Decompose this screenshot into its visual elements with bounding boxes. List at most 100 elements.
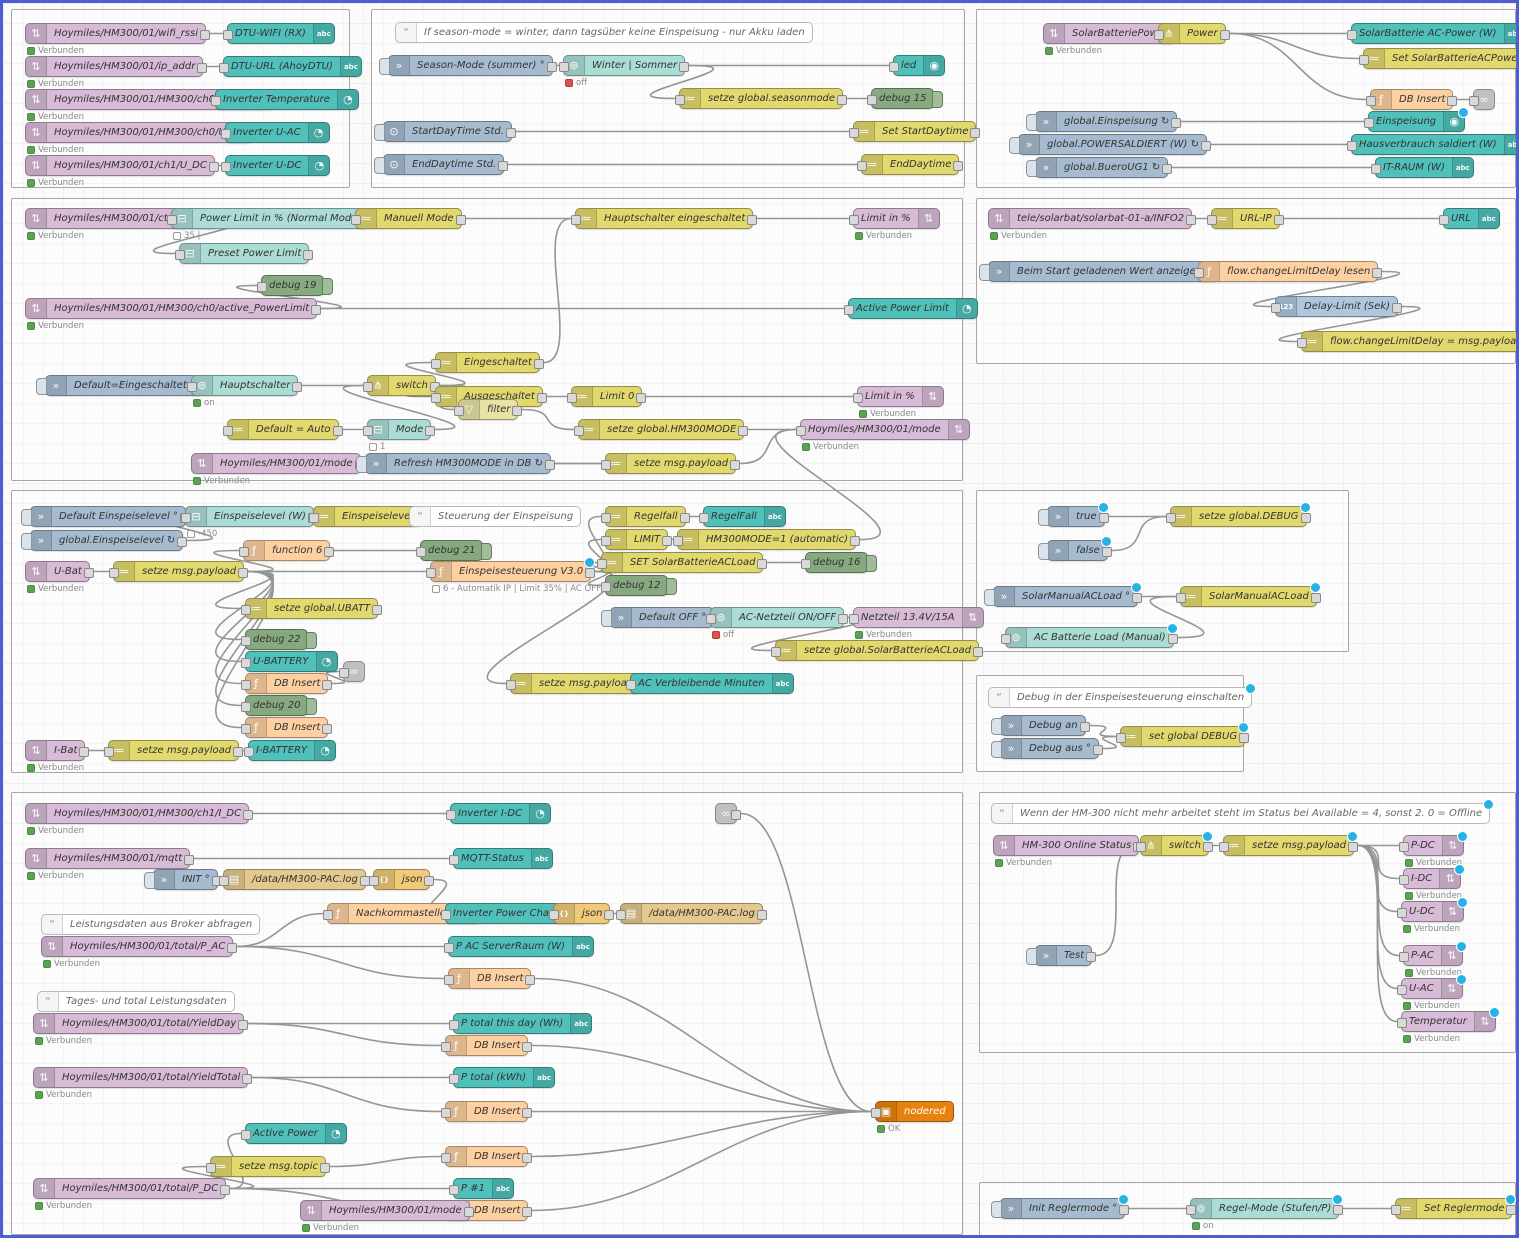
inject-button[interactable] (1026, 160, 1037, 177)
inject-button[interactable] (36, 378, 47, 395)
port-in[interactable] (1469, 96, 1479, 106)
inject-button[interactable] (991, 741, 1002, 758)
port-out[interactable] (525, 975, 536, 985)
node-set-startdaytime[interactable]: ≔Set StartDaytime (849, 121, 981, 142)
port-out[interactable] (1092, 745, 1103, 755)
wire[interactable] (342, 384, 456, 431)
node-u-battery[interactable]: ◔U-BATTERY (241, 651, 338, 672)
port-in[interactable] (1176, 593, 1186, 603)
inject-button[interactable] (21, 533, 32, 550)
wire[interactable] (1229, 32, 1367, 101)
node-limit-in[interactable]: ⇅Limit in %Verbunden (849, 208, 940, 241)
node-regelfall[interactable]: ≔Regelfall (601, 506, 690, 527)
wire[interactable] (251, 1076, 442, 1113)
port-in[interactable] (844, 305, 854, 315)
node-set-reglermode[interactable]: ≔Set Reglermode (1391, 1194, 1516, 1219)
port-in[interactable] (571, 215, 581, 225)
port-in[interactable] (1364, 118, 1374, 128)
inject-button[interactable] (1026, 114, 1037, 131)
wire[interactable] (531, 1044, 872, 1113)
port-out[interactable] (1273, 215, 1284, 225)
port-in[interactable] (1154, 30, 1164, 40)
node-ac-batterie-load-manual[interactable]: ⊚AC Batterie Load (Manual) (1001, 623, 1178, 648)
port-in[interactable] (223, 30, 233, 40)
node-global-bueroug1[interactable]: »global.BueroUG1 ↻ (1026, 157, 1173, 178)
node-setze-msg-topic[interactable]: ≔setze msg.topic (206, 1156, 331, 1177)
port-in[interactable] (616, 910, 626, 920)
node-filter[interactable]: ▽filter (454, 399, 523, 420)
node-manuell-mode[interactable]: ≔Manuell Mode (351, 208, 466, 229)
inject-button[interactable] (374, 157, 385, 174)
port-in[interactable] (441, 910, 451, 920)
port-out[interactable] (322, 680, 333, 690)
port-out[interactable] (747, 215, 758, 225)
node-debug-19[interactable]: debug 19 (257, 275, 334, 296)
port-out[interactable] (522, 1042, 533, 1052)
port-in[interactable] (241, 702, 251, 712)
debug-toggle-button[interactable] (481, 543, 493, 560)
node-url-ip[interactable]: ≔URL-IP (1207, 208, 1284, 229)
port-in[interactable] (181, 513, 191, 523)
wire[interactable] (329, 1155, 442, 1168)
port-out[interactable] (184, 855, 195, 865)
node-steuerung-der-einspeisung[interactable]: “Steuerung der Einspeisung (409, 506, 582, 527)
port-out[interactable] (1171, 118, 1182, 128)
wire[interactable] (236, 945, 445, 980)
port-out[interactable] (1132, 593, 1142, 603)
node-default-auto[interactable]: ≔Default = Auto (223, 419, 343, 440)
port-in[interactable] (853, 393, 863, 403)
wire[interactable] (543, 217, 572, 364)
inject-button[interactable] (1038, 543, 1049, 560)
node-limit-0[interactable]: ≔Limit 0 (567, 386, 647, 407)
node-solarmanualacload[interactable]: ≔SolarManualACLoad (1176, 582, 1321, 607)
port-in[interactable] (1136, 842, 1146, 852)
port-in[interactable] (449, 1020, 459, 1030)
port-in[interactable] (241, 605, 251, 615)
port-out[interactable] (1167, 634, 1178, 644)
wire[interactable] (1229, 32, 1360, 60)
port-in[interactable] (239, 547, 249, 557)
node-solarmanualacload[interactable]: »SolarManualACLoad ° (984, 582, 1142, 607)
port-out[interactable] (1200, 141, 1211, 151)
port-out[interactable] (1101, 547, 1112, 557)
node-debug-12[interactable]: debug 12 (601, 575, 678, 596)
wire[interactable] (775, 428, 881, 541)
port-in[interactable] (574, 426, 584, 436)
node-default-eingeschaltet[interactable]: »Default=Eingeschaltet ° (36, 375, 207, 396)
node-setze-global-seasonmode[interactable]: ≔setze global.seasonmode (675, 88, 848, 109)
port-out[interactable] (512, 406, 523, 416)
port-out[interactable] (636, 393, 647, 403)
node-setze-msg-payload[interactable]: ≔setze msg.payload (506, 673, 646, 694)
wire[interactable] (531, 1110, 872, 1212)
port-in[interactable] (601, 582, 611, 592)
port-out[interactable] (1098, 513, 1109, 523)
port-out[interactable] (1219, 30, 1230, 40)
port-in[interactable] (1371, 164, 1381, 174)
link-out-node[interactable]: ∞ (1469, 89, 1495, 110)
port-out[interactable] (208, 162, 219, 172)
port-in[interactable] (867, 95, 877, 105)
node-preset-power-limit[interactable]: ⊟Preset Power Limit (175, 243, 314, 264)
port-in[interactable] (1186, 1205, 1196, 1215)
node-debug-15[interactable]: debug 15 (867, 88, 944, 109)
wire[interactable] (649, 64, 715, 100)
wire[interactable] (1101, 735, 1118, 750)
port-out[interactable] (953, 161, 964, 171)
